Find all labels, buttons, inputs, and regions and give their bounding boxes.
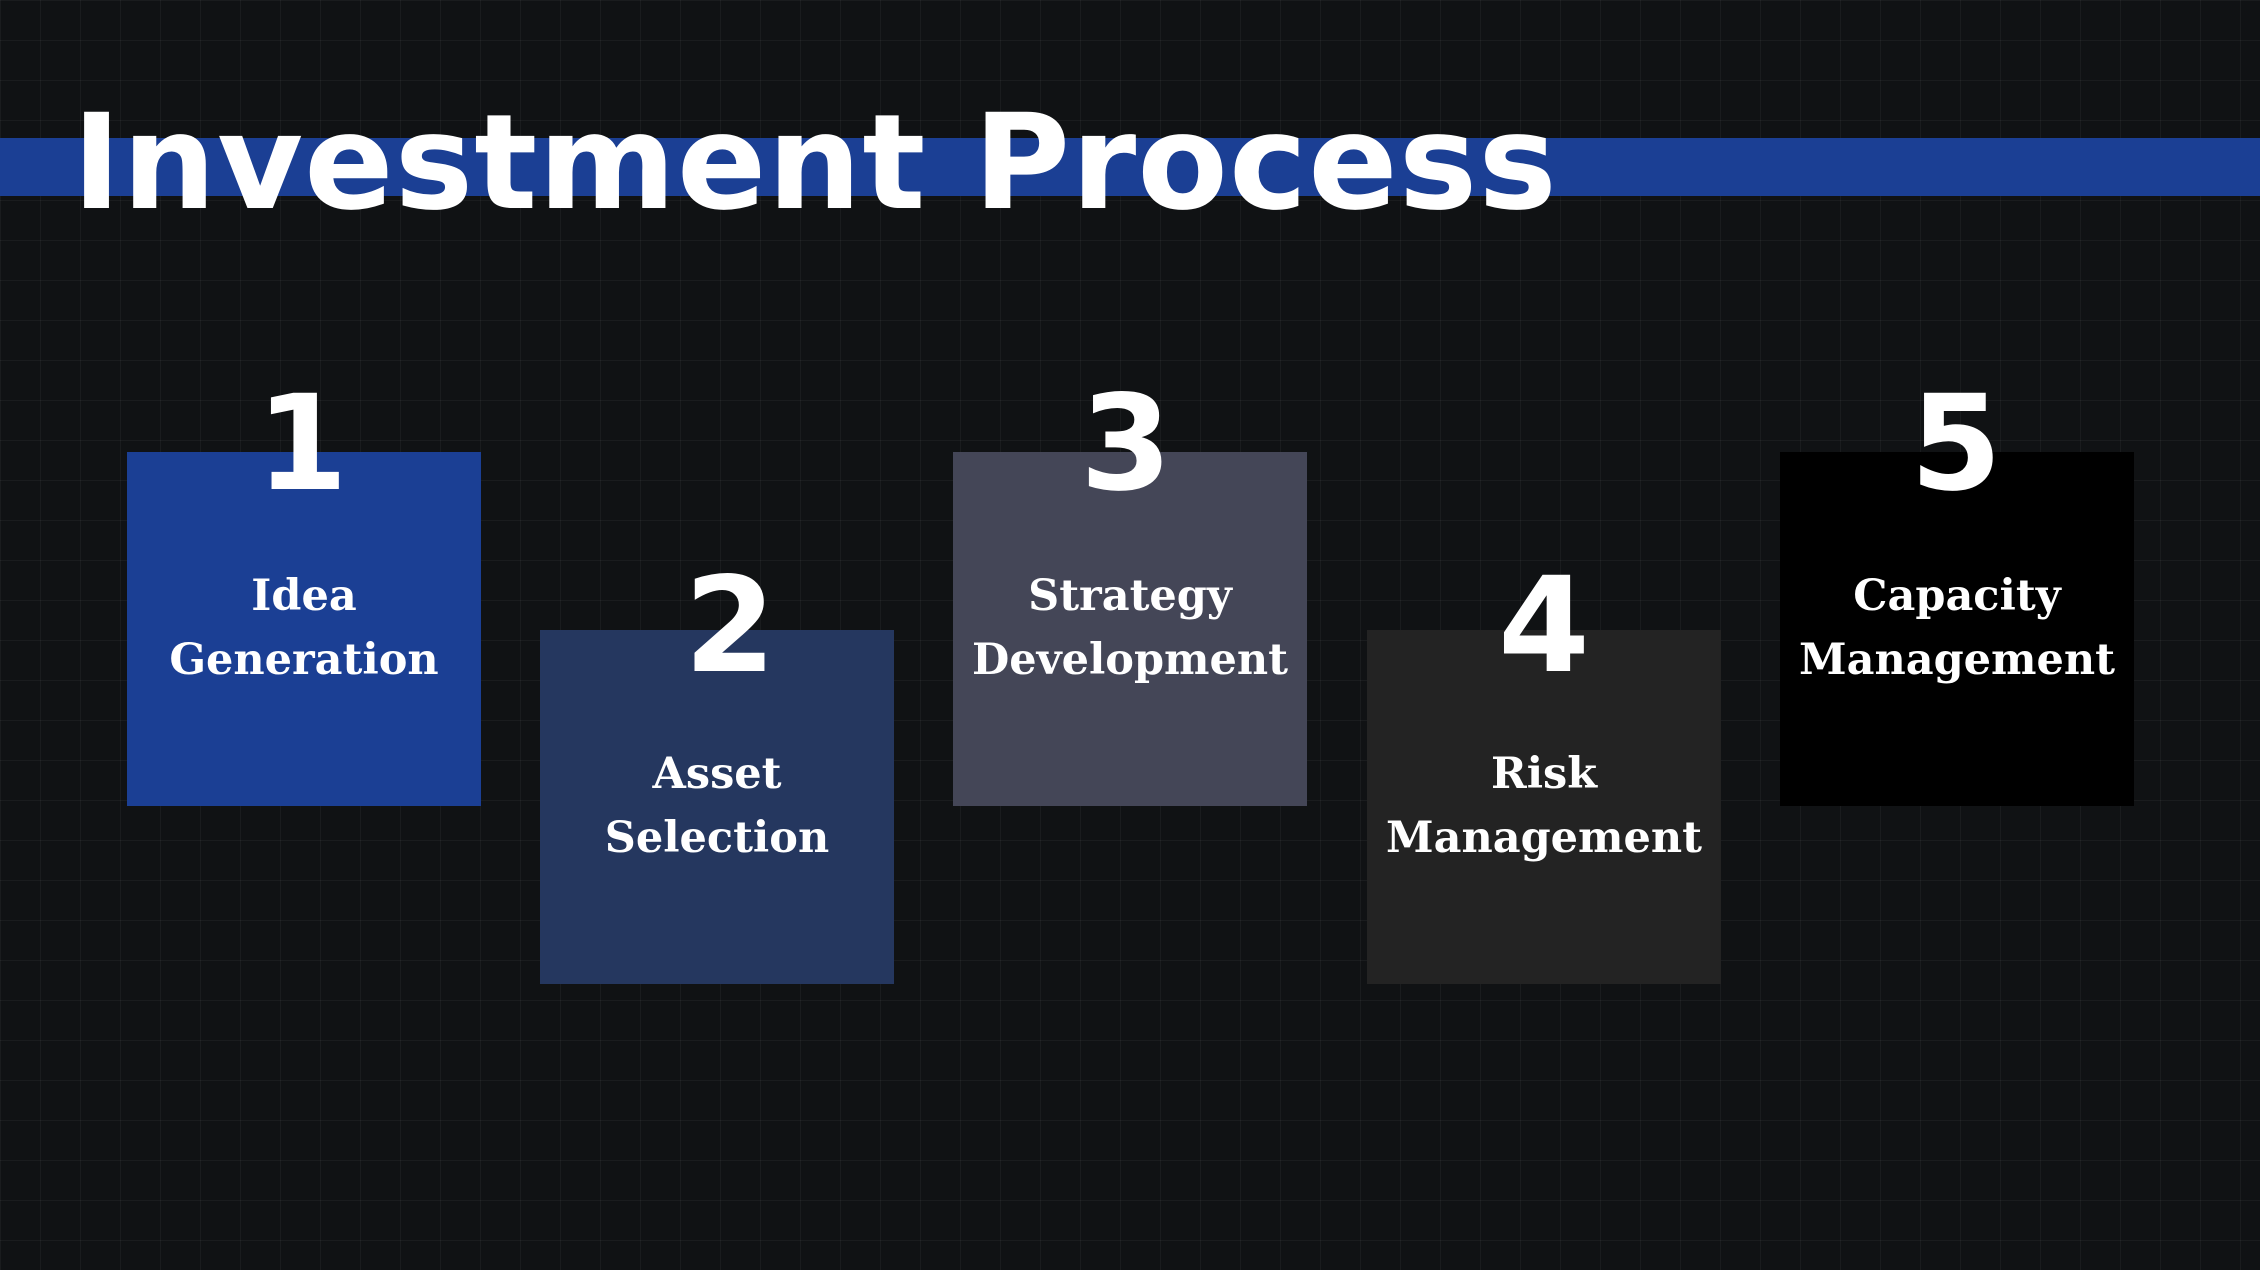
slide-title: Investment Process [72, 86, 1558, 240]
step-label-line2: Management [1386, 813, 1702, 863]
step-label-line1: Strategy [1028, 571, 1232, 621]
step-label: Idea Generation [127, 564, 481, 692]
step-card-5: Capacity Management [1780, 452, 2134, 806]
step-card-1: Idea Generation [127, 452, 481, 806]
step-card-4: Risk Management [1367, 630, 1721, 984]
step-label-line2: Development [971, 635, 1289, 685]
step-label-line1: Asset [652, 749, 782, 799]
step-label: Asset Selection [540, 742, 894, 870]
step-label: Strategy Development [953, 564, 1307, 692]
step-number-2: 2 [684, 549, 776, 703]
step-label-line2: Generation [169, 635, 439, 685]
title-band [0, 138, 2260, 196]
step-label-line1: Risk [1490, 749, 1598, 799]
step-number-4: 4 [1498, 549, 1590, 703]
step-label-line2: Management [1799, 635, 2115, 685]
step-number-1: 1 [256, 367, 348, 521]
step-label: Capacity Management [1780, 564, 2134, 692]
step-label: Risk Management [1367, 742, 1721, 870]
step-label-line1: Idea [251, 571, 357, 621]
step-card-2: Asset Selection [540, 630, 894, 984]
step-number-5: 5 [1910, 367, 2002, 521]
step-number-3: 3 [1080, 367, 1172, 521]
step-label-line1: Capacity [1853, 571, 2061, 621]
step-card-3: Strategy Development [953, 452, 1307, 806]
step-label-line2: Selection [604, 813, 830, 863]
